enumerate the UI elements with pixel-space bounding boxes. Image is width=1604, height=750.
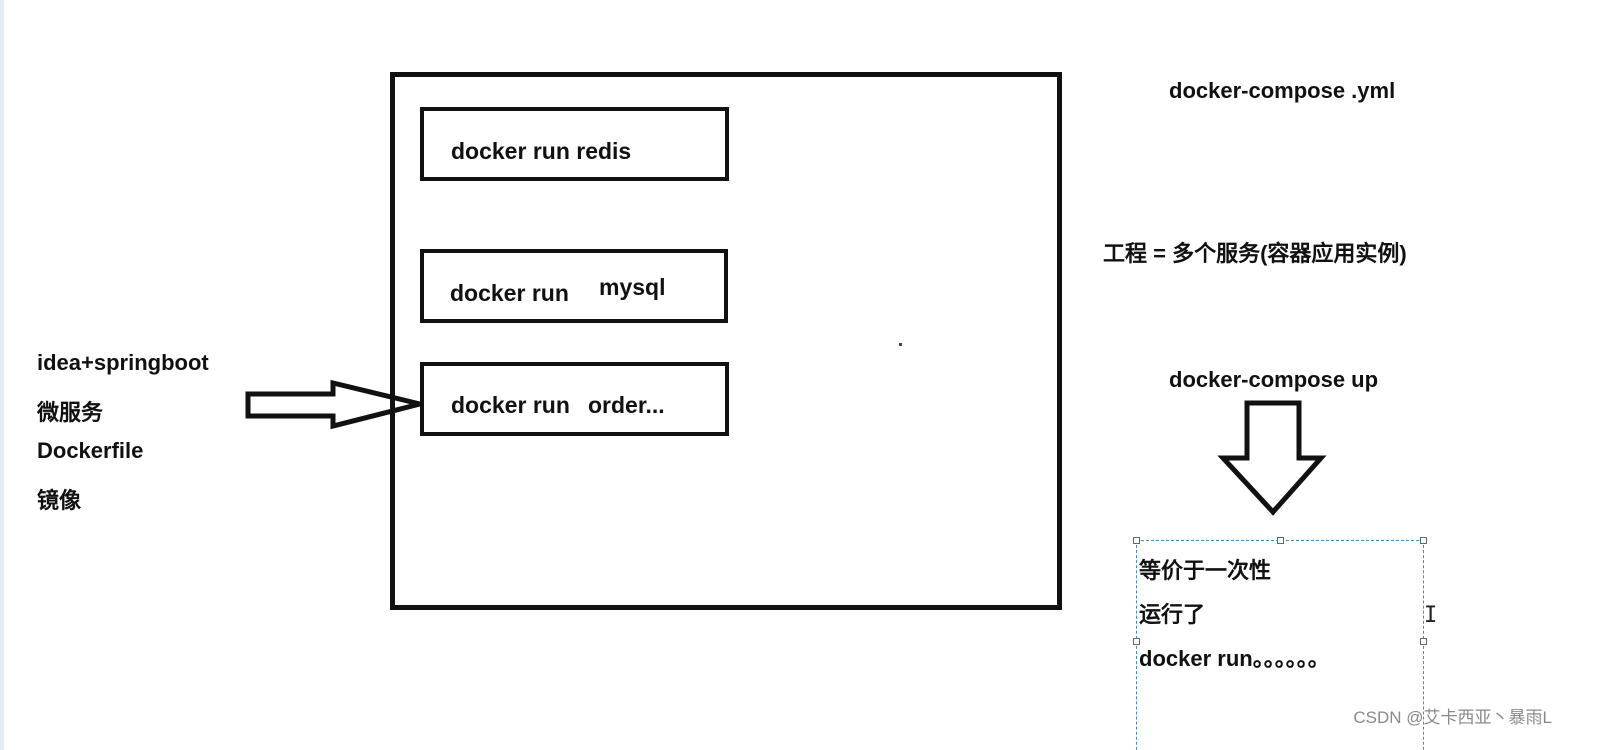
service-label-order-name: order...: [588, 392, 665, 418]
service-label-order-cmd: docker run: [451, 392, 570, 418]
compose-project-box: [390, 72, 1062, 610]
resize-handle-top-left[interactable]: [1133, 537, 1140, 544]
resize-handle-top-right[interactable]: [1420, 537, 1427, 544]
note-idea-springboot: idea+springboot: [37, 350, 209, 375]
service-label-mysql-cmd: docker run: [450, 280, 569, 306]
stray-dot: [899, 343, 902, 346]
selection-text-line2: 运行了: [1139, 602, 1206, 627]
project-definition: 工程 = 多个服务(容器应用实例): [1103, 241, 1407, 266]
service-box-mysql: [420, 249, 728, 323]
compose-up-command: docker-compose up: [1169, 367, 1379, 392]
note-dockerfile: Dockerfile: [37, 438, 144, 463]
watermark: CSDN @艾卡西亚丶暴雨L: [1353, 708, 1552, 727]
compose-file-label: docker-compose .yml: [1169, 78, 1396, 103]
note-image: 镜像: [37, 488, 82, 513]
text-cursor-icon: I: [1424, 603, 1438, 628]
service-label-mysql-name: mysql: [599, 274, 666, 300]
left-edge-strip: [0, 0, 4, 750]
resize-handle-middle-right[interactable]: [1420, 638, 1427, 645]
resize-handle-middle-left[interactable]: [1133, 638, 1140, 645]
selection-text-line3: docker run。。。。。。: [1139, 646, 1330, 671]
down-arrow-icon: [1217, 400, 1327, 516]
service-box-redis: [420, 107, 729, 181]
note-microservice: 微服务: [37, 400, 104, 425]
service-label-redis: docker run redis: [451, 138, 632, 164]
resize-handle-top-middle[interactable]: [1277, 537, 1284, 544]
selection-text-line1: 等价于一次性: [1139, 558, 1272, 583]
right-arrow-icon: [245, 379, 421, 430]
service-box-order: [420, 362, 729, 436]
